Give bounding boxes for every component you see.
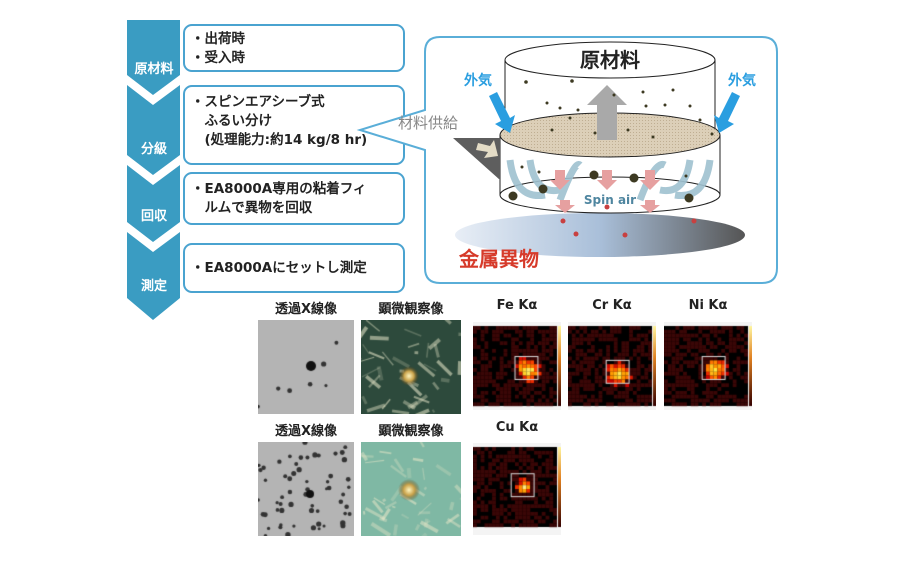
step-text: (処理能力:約14 kg/8 hr) — [191, 132, 368, 148]
cylinder-top — [504, 41, 716, 79]
step-text: ・出荷時 — [191, 31, 245, 47]
raw-material-label: 原材料 — [580, 48, 640, 72]
label-xray-1: 透過X線像 — [274, 302, 338, 317]
step-text: ・EA8000A専用の粘着フィ — [191, 181, 367, 197]
material-supply-label: 材料供給 — [398, 114, 458, 132]
label-fe: Fe Kα — [496, 298, 538, 313]
outside-air-left-label: 外気 — [464, 72, 492, 89]
outside-air-arrows — [489, 92, 740, 133]
xray-image-1 — [258, 320, 354, 414]
down-arrows — [550, 170, 660, 213]
collection-floor — [455, 213, 745, 257]
step-label-collection: 回収 — [140, 209, 167, 224]
label-cu: Cu Kα — [495, 420, 539, 435]
step-box-raw-material: ・出荷時 ・受入時 — [183, 24, 405, 72]
label-ni: Ni Kα — [688, 298, 728, 313]
cu-map — [473, 443, 561, 535]
step-label-raw-material: 原材料 — [134, 62, 174, 77]
step-box-measurement: ・EA8000Aにセットし測定 — [183, 243, 405, 293]
step-label-classification: 分級 — [140, 142, 167, 157]
step-text: ふるい分け — [191, 113, 272, 129]
step-text: ルムで異物を回収 — [191, 200, 313, 216]
chevron-step-2 — [127, 85, 180, 175]
microscope-image-1 — [361, 320, 461, 414]
spin-air-label: Spin air — [584, 193, 636, 207]
supply-arrow-icon — [476, 140, 498, 158]
microscope-image-2 — [361, 442, 461, 536]
label-xray-2: 透過X線像 — [274, 424, 338, 439]
metal-foreign-label: 金属異物 — [458, 247, 539, 271]
xray-image-2 — [258, 442, 354, 536]
step-text: ・受入時 — [191, 50, 245, 66]
ni-map — [664, 322, 752, 410]
step-text: ・スピンエアシーブ式 — [191, 94, 325, 110]
chevron-step-3 — [127, 165, 180, 242]
chevron-step-1 — [127, 20, 180, 95]
chevron-step-4 — [127, 232, 180, 320]
step-label-measurement: 測定 — [140, 279, 167, 294]
cr-map — [568, 322, 656, 410]
step-text: ・EA8000Aにセットし測定 — [191, 260, 367, 276]
step-box-collection: ・EA8000A専用の粘着フィ ルムで異物を回収 — [183, 172, 405, 225]
label-microscope-2: 顕微観察像 — [378, 424, 444, 439]
metal-particles — [560, 204, 697, 238]
up-arrow-icon — [587, 85, 627, 140]
outside-air-right-label: 外気 — [728, 72, 756, 89]
fe-map — [473, 322, 561, 410]
label-microscope-1: 顕微観察像 — [378, 302, 444, 317]
particles — [508, 79, 714, 203]
label-cr: Cr Kα — [592, 298, 632, 313]
